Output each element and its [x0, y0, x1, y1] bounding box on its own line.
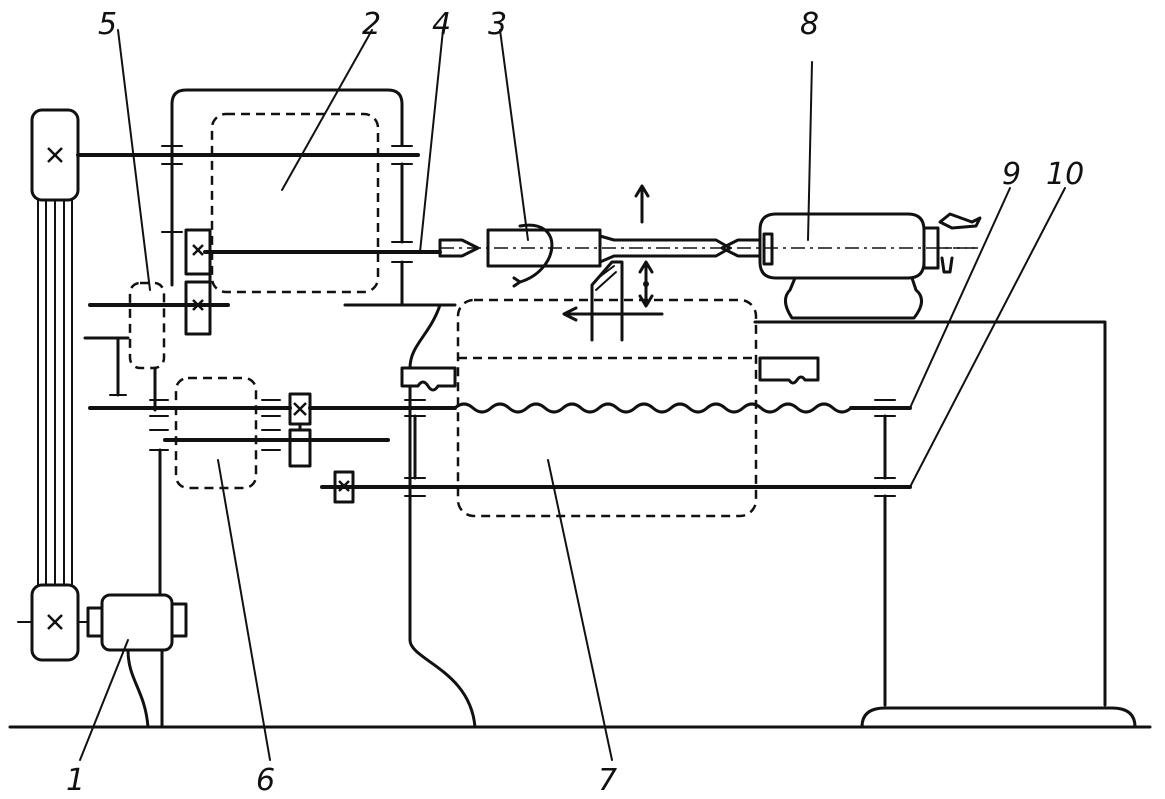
leader-2: [281, 29, 373, 191]
apron-outline: [456, 298, 758, 518]
feed-box: [88, 376, 390, 597]
leader-5: [117, 29, 151, 291]
label-1: 1: [66, 763, 85, 798]
tailstock-body: [758, 212, 926, 280]
lathe-bed: [408, 303, 1137, 729]
motor-body: [100, 593, 174, 652]
cutting-tool: [562, 260, 664, 342]
leader-4: [419, 29, 444, 253]
leader-8: [807, 61, 813, 241]
belt-drive: [17, 108, 80, 662]
leader-1: [79, 639, 129, 761]
feed-rod-gear: [333, 470, 355, 504]
speed-gearbox-outline: [210, 112, 380, 294]
label-9: 9: [1002, 157, 1021, 192]
motor-flange: [170, 602, 188, 638]
left-pedestal: [408, 384, 477, 729]
leader-10: [909, 187, 1066, 488]
right-pedestal-base: [860, 706, 1137, 729]
label-8: 8: [800, 7, 819, 42]
leader-lines: [79, 29, 1066, 761]
label-7: 7: [598, 763, 617, 798]
workpiece-assembly: [438, 184, 980, 288]
tailstock-lever: [938, 212, 982, 230]
rotation-arrow: [518, 223, 554, 284]
spindle-gear: [184, 280, 212, 336]
feed-gear: [288, 428, 312, 468]
electric-motor: [77, 593, 188, 729]
headstock: [76, 88, 457, 336]
bed-left-curve: [408, 303, 442, 370]
bed-right-body: [753, 320, 1107, 707]
leader-7: [547, 459, 613, 761]
workpiece-shaft: [598, 234, 732, 264]
headstock-housing: [170, 88, 404, 202]
motor-flange: [86, 606, 104, 638]
label-6: 6: [256, 763, 275, 798]
label-3: 3: [488, 7, 507, 42]
leadscrew-thread: [453, 402, 853, 414]
leadscrew-and-feed-rod: [308, 399, 912, 504]
leader-3: [499, 29, 529, 241]
apron: [400, 298, 820, 518]
tool-holder: [590, 260, 624, 342]
headstock-center: [438, 238, 480, 258]
tailstock: [758, 212, 982, 320]
label-4: 4: [432, 7, 451, 42]
leader-9: [909, 187, 1011, 409]
label-2: 2: [362, 7, 381, 42]
leader-6: [217, 459, 271, 761]
tailstock-base: [784, 276, 923, 320]
label-10: 10: [1046, 157, 1084, 192]
change-gears: [83, 230, 230, 412]
motor-stand: [126, 648, 150, 729]
labels: 5 2 4 3 8 9 10 1 6 7: [66, 7, 1084, 798]
bed-guideway-left: [400, 366, 457, 392]
feed-box-outline: [174, 376, 258, 490]
label-5: 5: [98, 7, 117, 42]
spindle-gear: [184, 228, 212, 276]
change-gears-outline: [128, 281, 166, 370]
bed-guideway-right: [758, 356, 820, 385]
